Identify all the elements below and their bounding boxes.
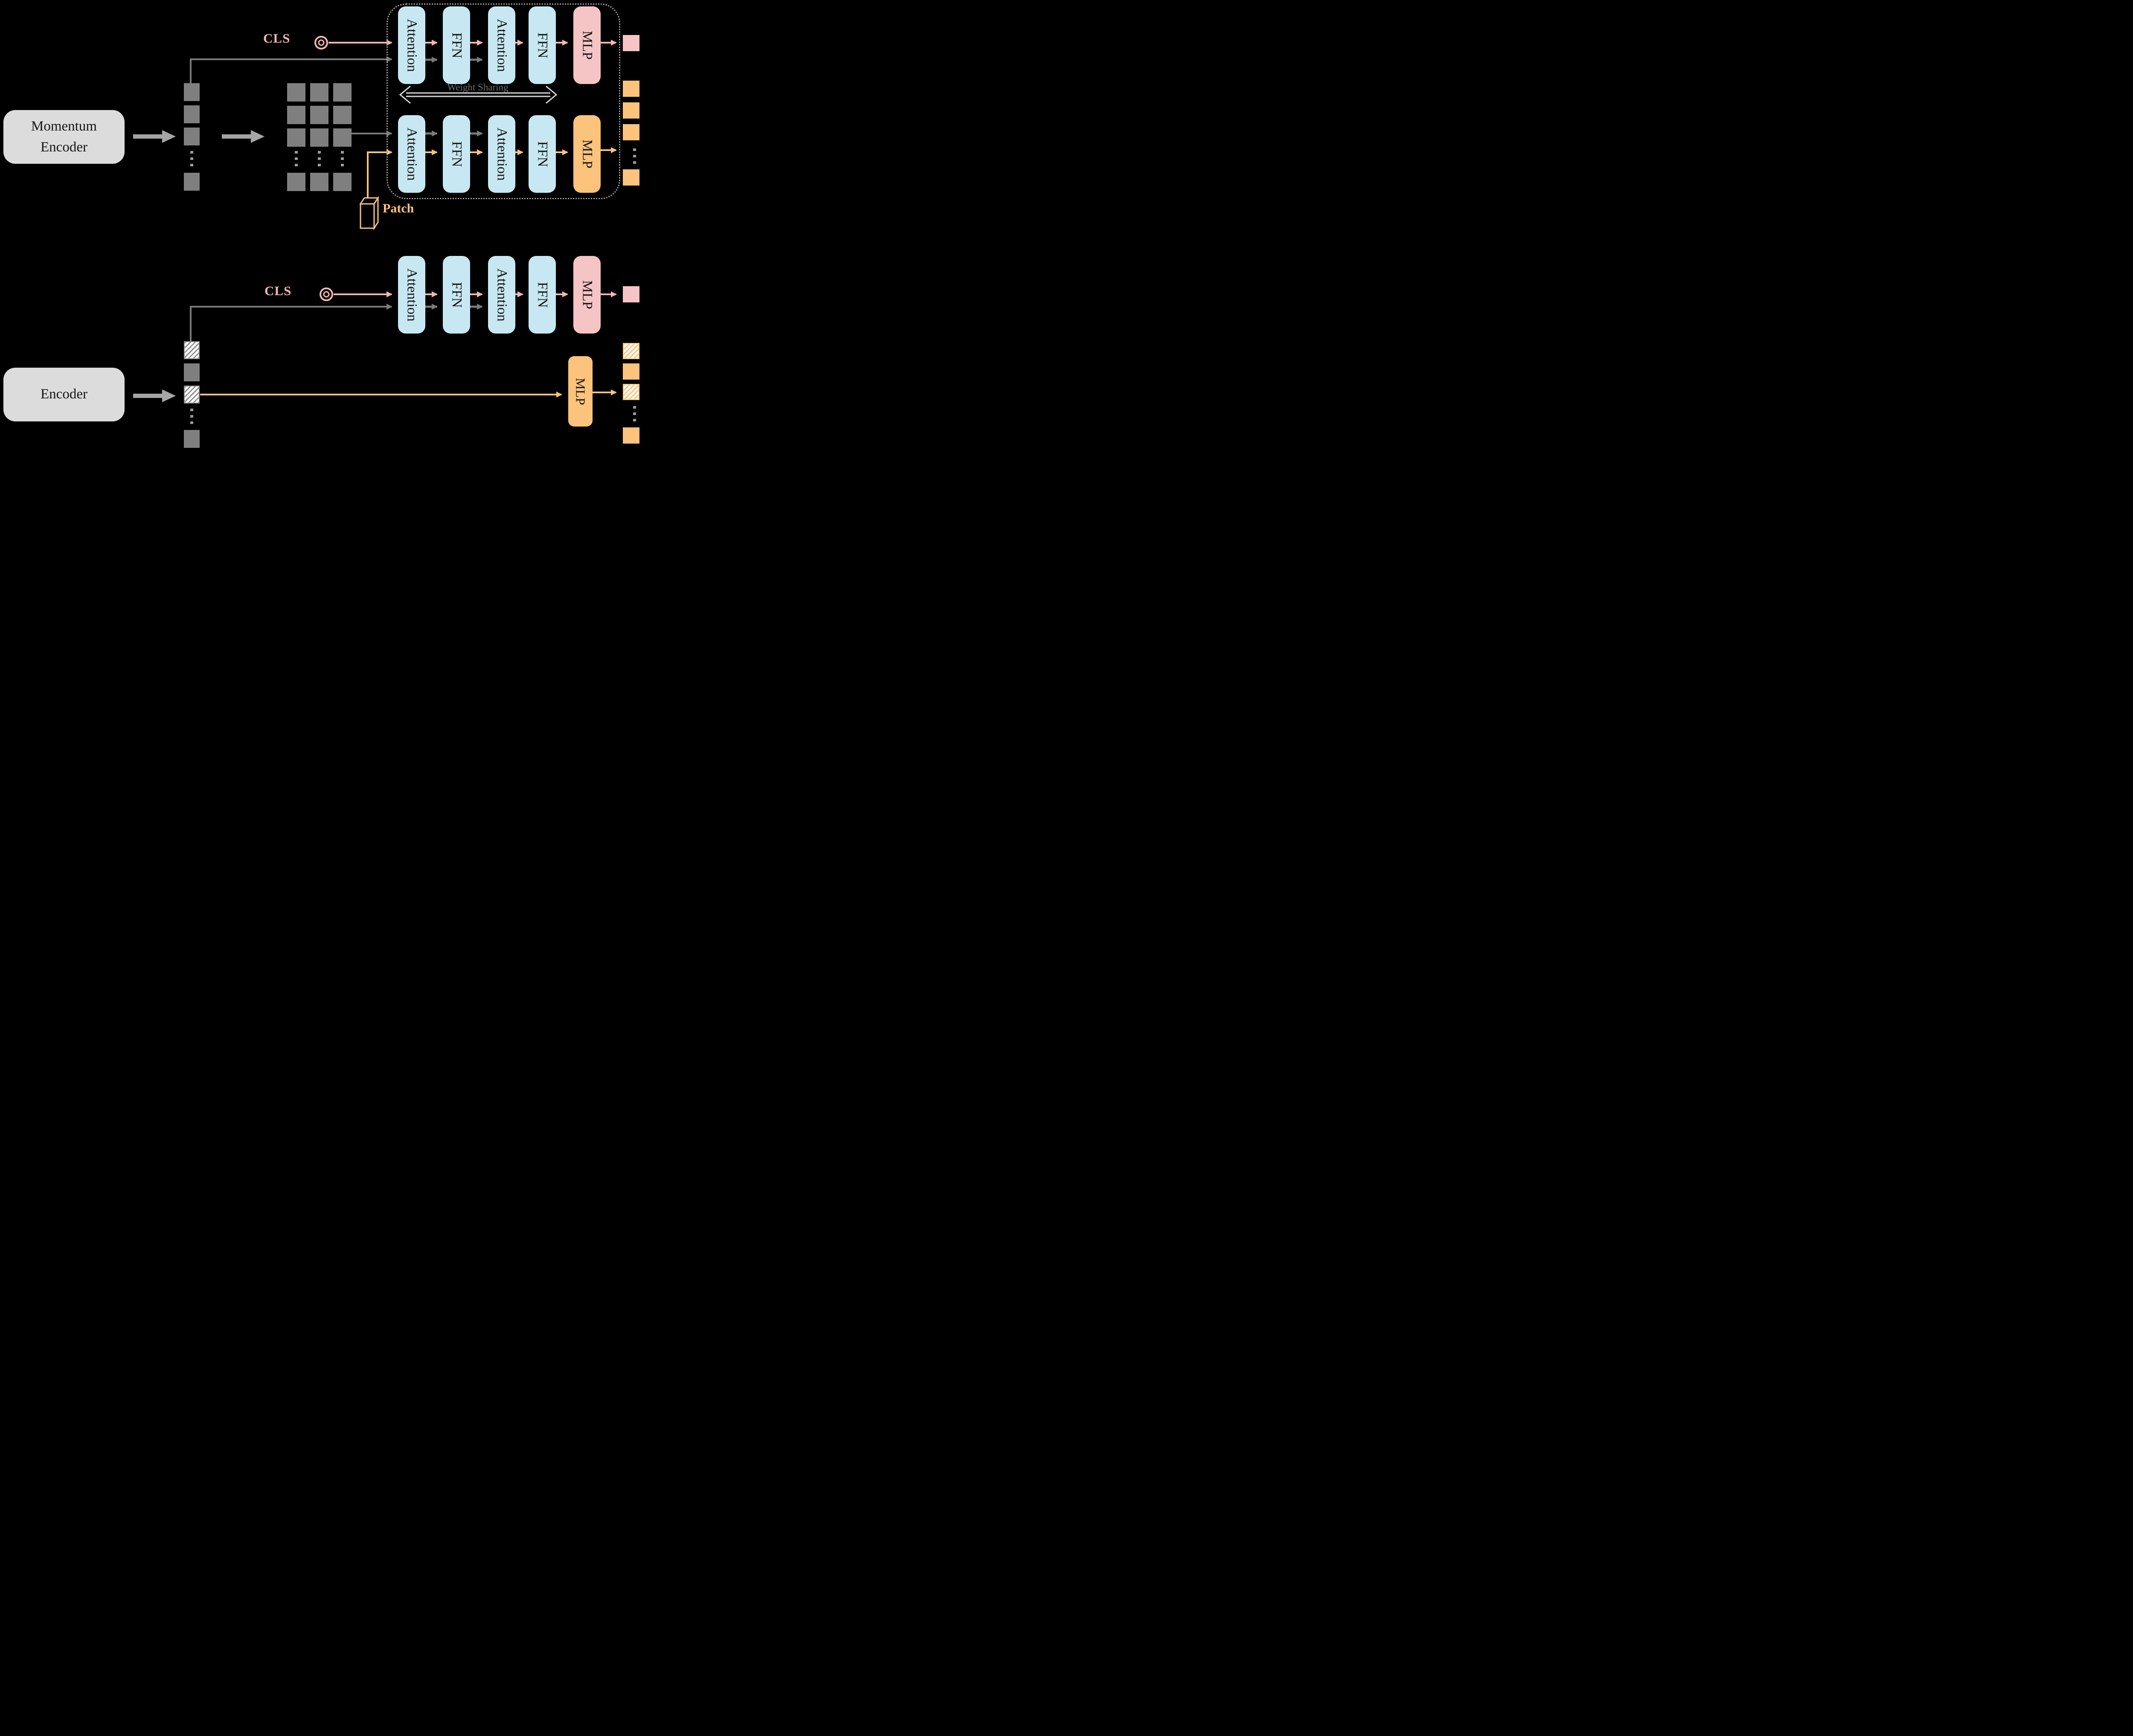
momentum-encoder-label-line2: Encoder	[41, 139, 87, 155]
patch-grid-cell	[333, 173, 352, 191]
student-output-ellipsis	[633, 406, 636, 421]
patch-token-icon	[359, 195, 379, 231]
patch-grid-cell	[287, 83, 305, 102]
teacher-cls-attention-block-2: Attention	[488, 6, 515, 84]
student-masked-patch-output-square	[623, 384, 639, 400]
patch-grid-cell	[333, 106, 352, 124]
student-masked-token-square	[184, 386, 200, 404]
student-token-square	[184, 430, 200, 448]
patch-grid-ellipsis	[341, 151, 344, 166]
momentum-encoder-box: Momentum Encoder	[3, 110, 125, 164]
teacher-token-square	[184, 83, 200, 101]
student-cls-label: CLS	[264, 283, 292, 298]
teacher-cls-output-square	[623, 35, 639, 51]
token-to-grid-flow-arrow	[222, 130, 264, 143]
weight-sharing-container	[386, 3, 620, 199]
teacher-output-ellipsis	[633, 148, 636, 164]
patch-grid-cell	[287, 106, 305, 124]
patch-grid-cell	[310, 106, 328, 124]
student-cls-mlp-head: MLP	[573, 256, 601, 334]
encoder-label: Encoder	[41, 386, 87, 402]
teacher-token-square	[184, 105, 200, 123]
teacher-token-to-attention-line	[190, 56, 392, 84]
teacher-patch-ffn-block-1: FFN	[443, 115, 470, 193]
student-encoder-flow-arrow	[133, 389, 176, 402]
teacher-cls-label: CLS	[263, 31, 291, 46]
student-cls-output-square	[623, 286, 639, 302]
patch-label: Patch	[383, 201, 414, 215]
teacher-cls-ffn-block-2: FFN	[529, 6, 556, 84]
teacher-patch-attention-block-1: Attention	[398, 115, 425, 193]
connector-layer	[133, 36, 617, 402]
student-cls-ffn-block-1: FFN	[443, 256, 470, 334]
student-masked-patch-output-square	[623, 343, 639, 359]
teacher-patch-output-square	[623, 169, 639, 186]
teacher-patch-mlp-head: MLP	[573, 115, 601, 193]
patch-grid-cell	[310, 83, 328, 102]
teacher-patch-output-square	[623, 81, 639, 97]
teacher-patch-output-square	[623, 102, 639, 119]
momentum-encoder-label-line1: Momentum	[31, 118, 97, 134]
student-patch-mlp-head: MLP	[568, 356, 593, 427]
patch-grid-cell	[333, 128, 352, 147]
teacher-patch-attention-block-2: Attention	[488, 115, 515, 193]
teacher-cls-ffn-block-1: FFN	[443, 6, 470, 84]
patch-grid-cell	[333, 83, 352, 102]
teacher-cls-attention-block-1: Attention	[398, 6, 425, 84]
weight-sharing-arrow	[399, 85, 558, 104]
student-token-square	[184, 363, 200, 381]
encoder-box: Encoder	[3, 368, 125, 421]
teacher-patch-pipeline-orange-arrows	[425, 147, 617, 155]
teacher-cls-mlp-head: MLP	[573, 6, 601, 84]
student-patch-output-square	[623, 427, 639, 444]
teacher-cls-token-icon	[314, 36, 328, 49]
student-cls-attention-block-2: Attention	[488, 256, 515, 334]
weight-sharing-label: Weight Sharing	[447, 82, 509, 93]
patch-grid-cell	[310, 128, 328, 147]
teacher-encoder-flow-arrow	[133, 130, 176, 143]
teacher-patch-output-square	[623, 124, 639, 140]
teacher-token-square	[184, 128, 200, 145]
student-cls-ffn-block-2: FFN	[529, 256, 556, 334]
patch-grid-ellipsis	[295, 151, 298, 166]
teacher-token-ellipsis	[190, 151, 193, 166]
student-token-to-attention-line	[190, 304, 392, 341]
student-token-ellipsis	[190, 409, 193, 424]
patch-grid-ellipsis	[318, 151, 321, 166]
patch-grid-cell	[310, 173, 328, 191]
patch-grid-cell	[287, 173, 305, 191]
patch-grid-cell	[287, 128, 305, 147]
architecture-diagram: Momentum Encoder CLS Weight Sharing Patc…	[0, 0, 659, 468]
patch-to-attention-line	[367, 149, 392, 198]
student-cls-attention-block-1: Attention	[398, 256, 425, 334]
student-cls-token-icon	[320, 287, 333, 301]
teacher-token-square	[184, 173, 200, 191]
teacher-patch-ffn-block-2: FFN	[529, 115, 556, 193]
student-masked-token-square	[184, 341, 200, 359]
student-patch-output-square	[623, 363, 639, 380]
